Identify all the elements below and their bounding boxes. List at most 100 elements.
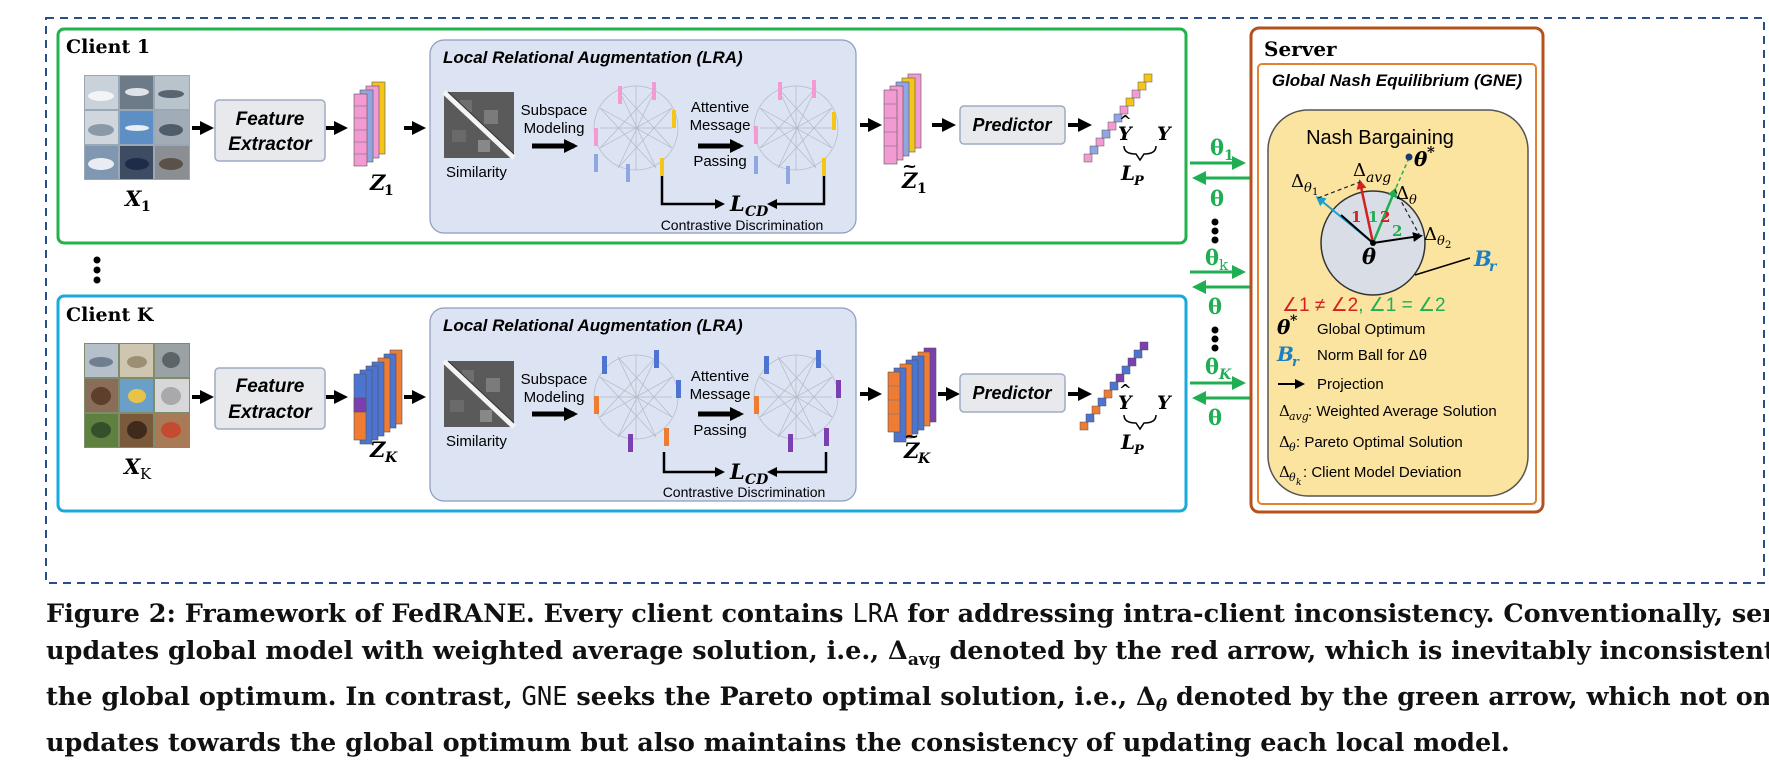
client-1-attentive-line3: Passing (693, 153, 746, 170)
client-1-augmented-stack (883, 73, 922, 165)
client-1-subspace-line1: Subspace (521, 102, 588, 119)
legend-theta-star-sup: * (1290, 313, 1298, 329)
client-1-output-vector (1083, 73, 1153, 163)
dashed-connector-2 (1394, 189, 1421, 237)
angle-statement: ∠1 ≠ ∠2, ∠1 = ∠2 (1282, 295, 1446, 316)
client-1-graph-before-nodes (594, 82, 676, 182)
clients-ellipsis (93, 256, 101, 284)
theta-origin-point (1370, 240, 1376, 246)
norm-ball-pointer (1414, 257, 1471, 276)
theta-star-point (1405, 153, 1413, 161)
server-title: Server (1264, 37, 1337, 61)
client-1-extractor-line1: Feature (236, 109, 305, 130)
caption-line-2: updates global model with weighted avera… (46, 633, 1769, 679)
client-1-panel: Client 1 X 1 Feature Ex (56, 27, 1188, 245)
client-1-lra-title: Local Relational Augmentation (LRA) (443, 48, 743, 67)
theta-center-label: θ (1362, 244, 1376, 269)
client-k-aug-tilde: ~ (904, 426, 919, 447)
client-k-attentive-line1: Attentive (691, 368, 749, 385)
nash-bargaining-region (1267, 109, 1529, 497)
delta-theta2-label: Δ (1424, 224, 1437, 245)
client-k-feature-extractor (214, 367, 326, 430)
theta-star-projection-line (1394, 157, 1410, 191)
client-k-aug-label: Z (903, 438, 920, 463)
caption-line3-b: seeks the Pareto optimal solution, i.e.,… (567, 682, 1156, 713)
caption-line1-a: Figure 2: Framework of FedRANE. Every cl… (46, 599, 853, 629)
client-1-aug-tilde: ~ (902, 156, 917, 177)
angle-2-red: 2 (1380, 208, 1390, 226)
outer-frame (45, 17, 1765, 584)
client-1-attentive-line2: Message (690, 117, 751, 134)
client-k-lra-title: Local Relational Augmentation (LRA) (443, 316, 743, 335)
client-1-input-sub: 1 (141, 199, 151, 215)
client-1-yhat-hat: ^ (1119, 112, 1132, 130)
client-1-loss-label: L (1120, 161, 1135, 185)
client-1-lcd-sub: CD (745, 204, 769, 220)
client-1-yhat: Y (1118, 123, 1134, 145)
client-k-yhat-hat: ^ (1119, 381, 1132, 399)
caption-line3-sub: θ (1155, 696, 1168, 717)
client-1-similarity-matrix (442, 90, 516, 160)
client-1-loss-sub: P (1133, 174, 1145, 189)
client-k-lcd-left-arrow (662, 452, 725, 477)
legend-theta-star-desc: Global Optimum (1317, 321, 1425, 338)
caption-line2-a: updates global model with weighted avera… (46, 636, 908, 666)
caption-line2-sub: avg (907, 650, 941, 671)
download-theta-1: θ (1210, 186, 1224, 211)
client-1-input-images (84, 75, 190, 180)
download-theta-k-mid: θ (1208, 294, 1222, 319)
client-k-loss-label: L (1120, 430, 1135, 454)
client-1-lra-box (429, 39, 857, 234)
client-1-aug-sub: 1 (917, 181, 927, 197)
client-k-panel: Client K X K Feature Extract (56, 294, 1188, 513)
server-legend: θ * Global Optimum B r Norm Ball for Δθ … (1276, 313, 1497, 488)
legend-br-key: B (1276, 342, 1294, 366)
client-k-lcd-label: L (729, 459, 745, 484)
legend-delta-avg-key: Δ (1279, 402, 1290, 420)
gne-title: Global Nash Equilibrium (GNE) (1272, 71, 1523, 90)
client-1-title: Client 1 (66, 36, 150, 58)
delta-theta2-sub: θ (1437, 234, 1445, 249)
client-1-input-label: X (123, 186, 142, 211)
caption-line-1: Figure 2: Framework of FedRANE. Every cl… (46, 596, 1769, 633)
client-k-similarity-matrix (442, 359, 516, 429)
client-1-lcd-left-arrow (660, 176, 725, 209)
caption-line1-mono: LRA (852, 599, 899, 629)
client-1-feature-sub: 1 (384, 183, 394, 199)
upload-theta-1-sub: 1 (1224, 148, 1234, 164)
legend-delta-theta-desc: : Pareto Optimal Solution (1296, 434, 1463, 451)
delta-avg-label: Δ (1353, 160, 1366, 181)
client-k-lcd-sub: CD (745, 472, 769, 488)
server-panel: Server Global Nash Equilibrium (GNE) Nas… (1249, 26, 1545, 514)
client-1-lcd-label: L (729, 191, 745, 216)
client-1-contrastive-label: Contrastive Discrimination (661, 217, 824, 233)
client-k-contrastive-label: Contrastive Discrimination (663, 484, 826, 500)
projection-vector-a (1340, 214, 1374, 244)
angle-2-green: 2 (1392, 222, 1402, 240)
upload-theta-K: θ (1205, 354, 1219, 379)
caption-line-3: the global optimum. In contrast, GNE see… (46, 679, 1769, 725)
caption-line-4: updates towards the global optimum but a… (46, 728, 1510, 759)
client-k-loss-sub: P (1133, 443, 1145, 458)
theta-star-sup: * (1427, 143, 1435, 161)
delta-theta1-sub: θ (1304, 181, 1312, 196)
delta-theta2-subsub: 2 (1445, 240, 1451, 251)
communication-channel: θ 1 θ θ k θ θ K θ (1190, 135, 1250, 430)
angle-sep: , (1358, 295, 1369, 316)
client-1-similarity-label: Similarity (446, 164, 507, 181)
caption-line3-mono: GNE (521, 682, 568, 713)
client-1-attentive-line1: Attentive (691, 99, 749, 116)
client-k-output-vector (1079, 341, 1149, 431)
client-k-input-sub: K (140, 465, 152, 483)
client-1-y: Y (1157, 123, 1173, 145)
caption-line3-c: denoted by the green arrow, which not on… (1167, 682, 1769, 713)
client-k-attentive-line2: Message (690, 386, 751, 403)
dashed-connector-1 (1317, 181, 1361, 199)
delta-theta-label: Δ (1396, 183, 1409, 204)
angle-neq: ∠1 ≠ ∠2 (1282, 295, 1358, 316)
delta-theta-sub: θ (1409, 193, 1417, 208)
angle-1-green: 1 (1368, 208, 1378, 226)
angle-eq: ∠1 = ∠2 (1369, 295, 1446, 316)
br-label: B (1473, 246, 1492, 271)
client-k-lcd-right-arrow (767, 452, 828, 477)
